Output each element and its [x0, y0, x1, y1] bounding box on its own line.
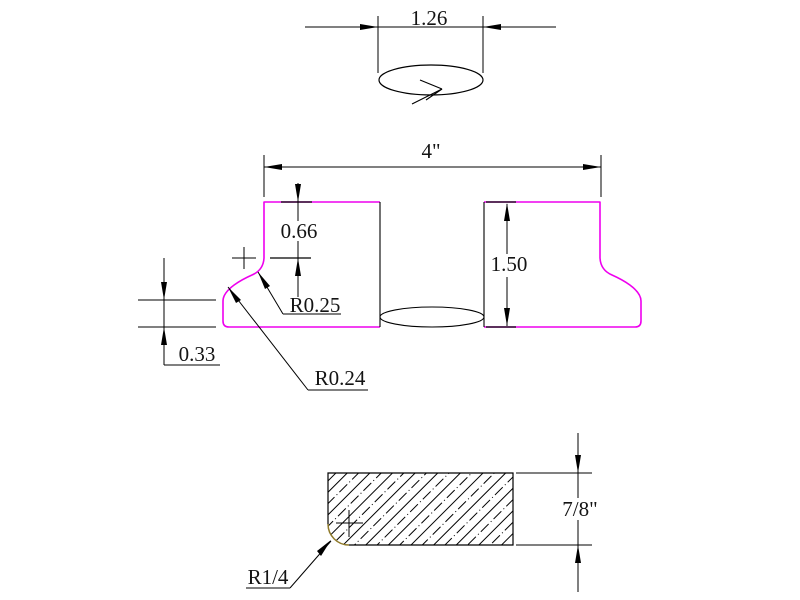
bore-bottom-ellipse — [379, 306, 485, 328]
top-view: 1.26 — [305, 6, 556, 105]
dim-text-detail-corner-radius: R1/4 — [248, 565, 289, 589]
dim-text-flange-height: 0.33 — [179, 342, 216, 366]
leader-arrow-icon — [228, 287, 241, 303]
leader-arrow-icon — [317, 540, 331, 556]
dim-text-recess-depth: 0.66 — [281, 219, 318, 243]
section-profile-left — [222, 201, 380, 328]
dim-arrow-icon — [161, 327, 167, 345]
dim-arrow-icon — [583, 164, 601, 170]
dim-arrow-icon — [161, 282, 167, 300]
dim-arrow-icon — [504, 308, 510, 326]
dim-arrow-icon — [264, 164, 282, 170]
dim-text-upper-fillet: R0.25 — [290, 293, 341, 317]
dim-text-top-diameter: 1.26 — [411, 6, 448, 30]
leader-detail-corner-radius: R1/4 — [246, 540, 332, 589]
dim-arrow-icon — [360, 24, 378, 30]
detail-corner-arc — [327, 523, 350, 546]
dim-arrow-icon — [483, 24, 501, 30]
hatch-fill — [328, 473, 513, 545]
center-mark-icon — [336, 510, 363, 537]
section-view: 4" 0.66 1.50 — [138, 139, 642, 391]
dim-text-lower-round: R0.24 — [315, 366, 366, 390]
leader-upper-fillet: R0.25 — [257, 271, 341, 317]
detail-view: 7/8" R1/4 — [246, 433, 598, 592]
leader-line — [227, 286, 309, 391]
dim-arrow-icon — [575, 545, 581, 563]
dim-text-section-height: 1.50 — [491, 252, 528, 276]
dimension-detail-thickness: 7/8" — [516, 433, 598, 592]
leader-arrow-icon — [258, 272, 270, 289]
rotation-arrow-icon — [411, 79, 443, 105]
detail-outline — [327, 472, 514, 546]
dim-arrow-icon — [295, 258, 301, 276]
dimension-flange-height: 0.33 — [138, 258, 220, 366]
dim-text-detail-thickness: 7/8" — [562, 497, 597, 521]
dimension-overall-width: 4" — [263, 139, 602, 197]
dimension-top-diameter: 1.26 — [305, 6, 556, 73]
dim-arrow-icon — [575, 455, 581, 473]
center-mark-icon — [232, 247, 256, 269]
top-view-circle — [378, 64, 484, 96]
dim-arrow-icon — [295, 184, 301, 202]
dim-text-overall-width: 4" — [421, 139, 440, 163]
section-profile-right — [484, 201, 642, 328]
dimension-recess-depth: 0.66 — [270, 183, 317, 297]
dim-arrow-icon — [504, 203, 510, 221]
leader-lower-round: R0.24 — [227, 286, 368, 391]
dimension-section-height: 1.50 — [486, 201, 528, 328]
